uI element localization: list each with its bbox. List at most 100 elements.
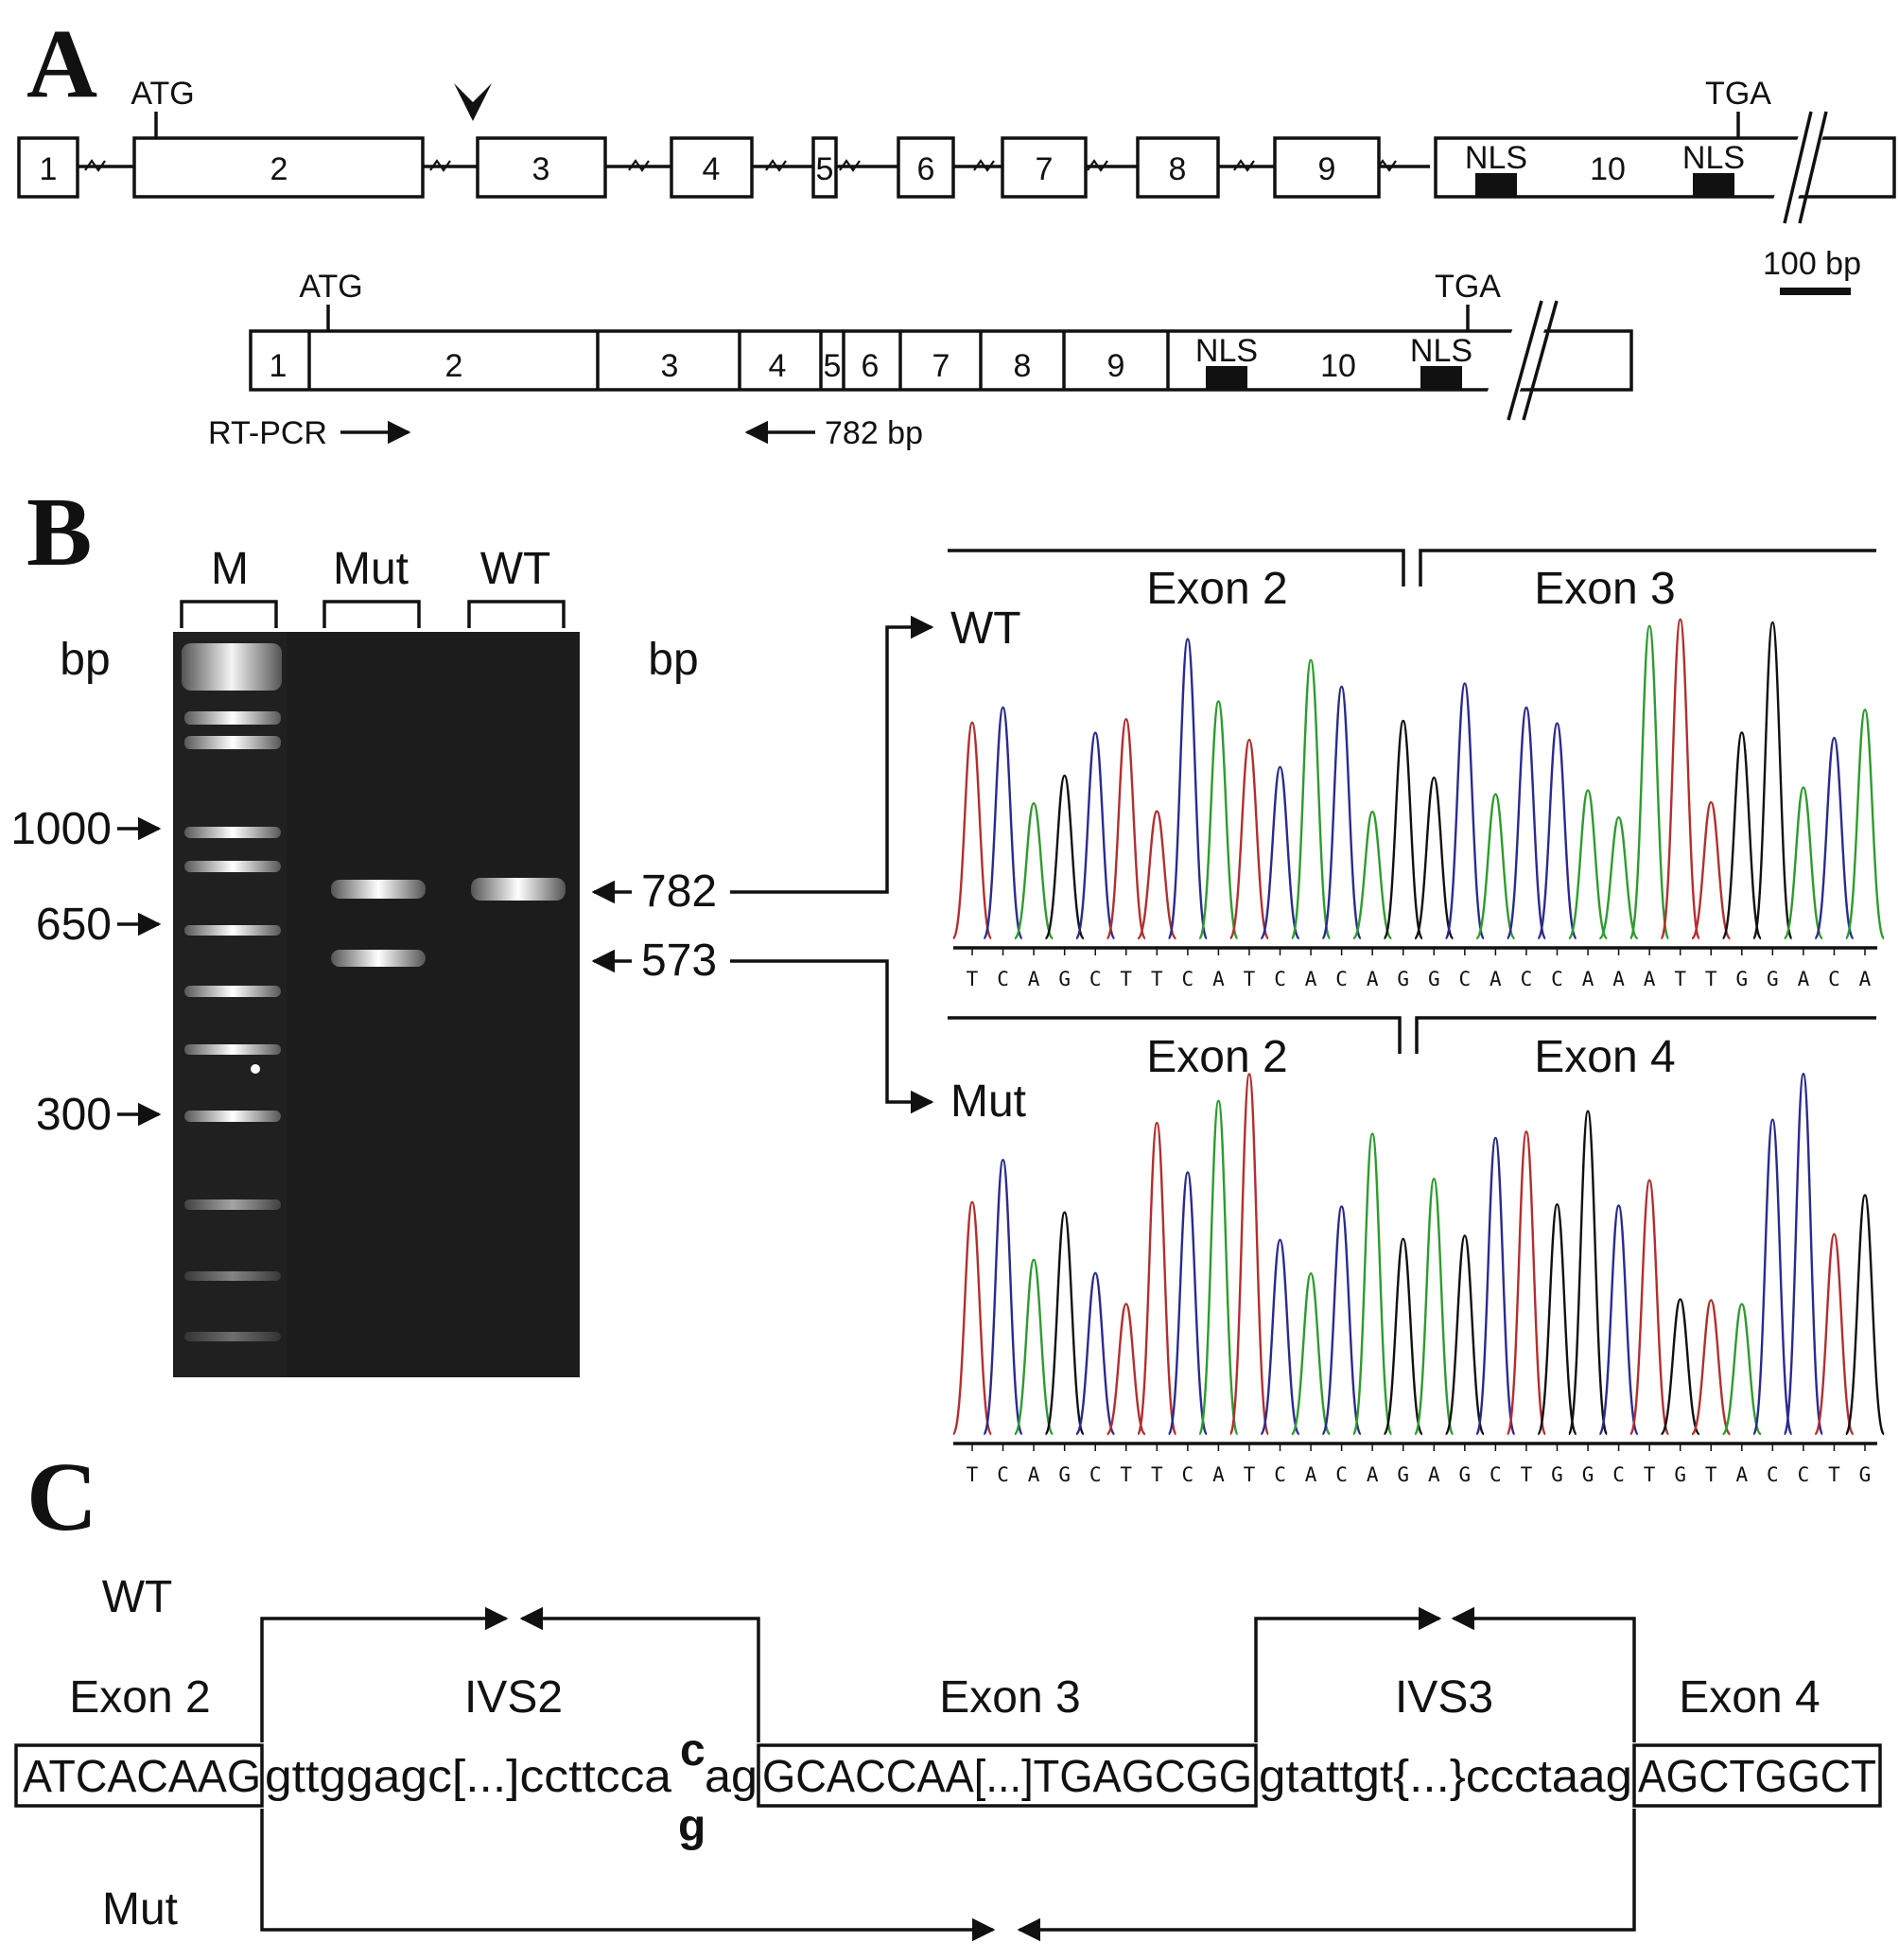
- seq-ivs3: gtattgt{...}ccctaag: [1259, 1752, 1632, 1802]
- start-codon-label: ATG: [131, 76, 194, 112]
- seq-ivs2: gttggagc[...]ccttcca: [265, 1752, 671, 1802]
- base-call: A: [1859, 968, 1872, 990]
- mut-splice-arrow: [260, 1809, 996, 1942]
- genomic-exon-label: 3: [532, 151, 550, 187]
- peak-C: [1321, 1205, 1362, 1436]
- base-call: T: [1705, 968, 1717, 990]
- peak-C: [1167, 638, 1209, 940]
- wt-splice-arrow: [1451, 1606, 1636, 1742]
- base-call: C: [997, 1463, 1009, 1486]
- lane-label-wt: WT: [480, 544, 551, 594]
- wt-splice-arrow: [260, 1606, 509, 1742]
- base-call: T: [967, 968, 979, 990]
- panel-label-a: A: [26, 9, 97, 118]
- base-call: A: [1367, 968, 1379, 990]
- base-call: C: [1089, 968, 1102, 990]
- marker-size-label: 300: [36, 1090, 112, 1140]
- product-size-label: 782 bp: [825, 415, 923, 451]
- gel: M Mut WT bp bp: [10, 544, 934, 1377]
- peak-G: [1044, 1211, 1086, 1436]
- peak-T: [1228, 738, 1270, 940]
- mrna-exon-label: 4: [769, 348, 787, 384]
- base-call: C: [1490, 1463, 1502, 1486]
- wt-exon-left-label: Exon 2: [1146, 564, 1287, 614]
- peak-A: [1567, 789, 1609, 940]
- peak-T: [1136, 810, 1177, 940]
- exon-bracket: [1419, 549, 1876, 586]
- variant-mut-base: g: [678, 1801, 706, 1851]
- peak-T: [1690, 800, 1732, 940]
- genomic-exon-label: 9: [1318, 151, 1336, 187]
- lane-bracket: [180, 600, 278, 628]
- base-call: G: [1582, 1463, 1594, 1486]
- peak-A: [1413, 1178, 1455, 1436]
- peak-C: [1167, 1171, 1209, 1436]
- nls-label: NLS: [1410, 333, 1472, 369]
- peak-T: [1228, 1073, 1270, 1436]
- peak-C: [1814, 736, 1855, 940]
- gel-unit-right: bp: [648, 635, 698, 685]
- seq-box-exon4: [1632, 1743, 1882, 1808]
- nls-label: NLS: [1195, 333, 1258, 369]
- mrna-exon-label: 2: [445, 348, 463, 384]
- base-call: C: [1551, 968, 1563, 990]
- mrna-structure: 1 2 3 4 5 6 7 8 9 10 NLS NLS ATG TGA RT-…: [208, 269, 1633, 451]
- region-label-ivs2: IVS2: [464, 1672, 563, 1723]
- base-call: G: [1458, 1463, 1471, 1486]
- base-call: A: [1212, 1463, 1225, 1486]
- nls-domain: [1693, 173, 1734, 197]
- genomic-exon-9: [1273, 136, 1381, 199]
- mut-exon-right-label: Exon 4: [1534, 1032, 1675, 1082]
- mrna-exon-label: 7: [932, 348, 950, 384]
- peak-A: [1290, 1271, 1332, 1436]
- connector-wt: [730, 615, 934, 894]
- genomic-exon-label: 5: [816, 151, 834, 187]
- genomic-exon-8: [1136, 136, 1220, 199]
- lane-label-mut: Mut: [333, 544, 409, 594]
- peak-A: [1629, 624, 1670, 940]
- peak-A: [1290, 658, 1332, 940]
- base-call: T: [1705, 1463, 1717, 1486]
- mrna-exon-label: 10: [1320, 348, 1356, 384]
- mrna-exon-label: 5: [824, 348, 842, 384]
- base-call: T: [1120, 968, 1132, 990]
- base-call: C: [1612, 1463, 1625, 1486]
- base-call: G: [1735, 968, 1748, 990]
- peak-C: [983, 1158, 1023, 1436]
- base-call: T: [1244, 1463, 1256, 1486]
- band-size-label-782: 782: [641, 866, 717, 917]
- base-call: T: [1828, 1463, 1840, 1486]
- peak-A: [1783, 786, 1824, 940]
- seq-box-exon2: [14, 1743, 264, 1808]
- region-label-exon4: Exon 4: [1679, 1672, 1820, 1723]
- peak-A: [1198, 1099, 1239, 1436]
- base-call: G: [1058, 968, 1071, 990]
- genomic-exon-label: 4: [703, 151, 721, 187]
- stop-codon-label: TGA: [1435, 269, 1501, 305]
- nls-domain: [1475, 173, 1517, 197]
- mrna-exon-label: 3: [661, 348, 679, 384]
- base-call: T: [1674, 968, 1686, 990]
- lane-label-m: M: [211, 544, 249, 594]
- mrna-bar: [249, 329, 1633, 392]
- genomic-exon-label: 1: [40, 151, 58, 187]
- base-call: T: [1151, 1463, 1163, 1486]
- peak-A: [1598, 815, 1639, 940]
- seq-exon2: ATCACAAG: [23, 1752, 261, 1802]
- base-call: C: [1274, 1463, 1286, 1486]
- mrna-exon-label: 6: [862, 348, 880, 384]
- base-call: A: [1028, 1463, 1040, 1486]
- wt-splice-arrow: [1254, 1606, 1442, 1742]
- base-call: G: [1551, 1463, 1563, 1486]
- base-call: A: [1582, 968, 1594, 990]
- base-call: C: [1182, 1463, 1194, 1486]
- peak-A: [1721, 1303, 1763, 1436]
- base-call: G: [1428, 968, 1440, 990]
- band-size-label-573: 573: [641, 936, 717, 986]
- base-call: A: [1490, 968, 1502, 990]
- mut-trace-label: Mut: [950, 1076, 1026, 1127]
- base-call: G: [1767, 968, 1779, 990]
- mrna-exon-label: 1: [270, 348, 287, 384]
